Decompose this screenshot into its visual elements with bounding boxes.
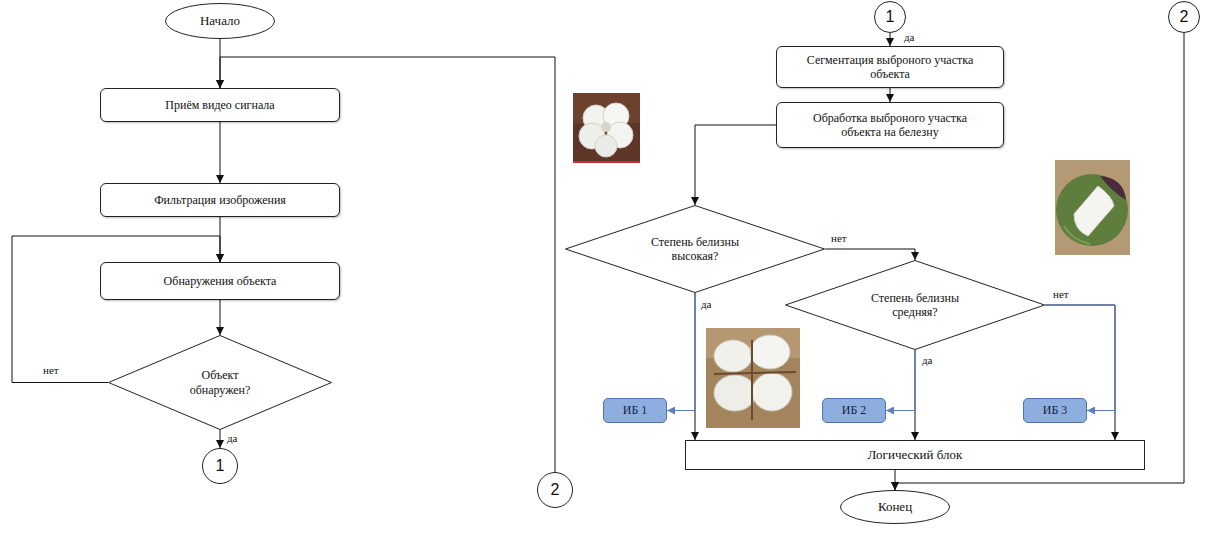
decision-diamond: Степень белизны средняя? xyxy=(785,260,1045,350)
boll-highlight xyxy=(1064,226,1090,244)
text-block: 1 xyxy=(216,456,225,475)
cotton-lock xyxy=(750,335,790,369)
circle-outline xyxy=(1169,2,1200,33)
text-block: Начало xyxy=(200,13,240,29)
process-box: Приём видео сигнала xyxy=(100,88,340,122)
flow-arrow xyxy=(886,350,915,411)
decision-diamond: Степень белизны высокая? xyxy=(565,205,825,293)
cotton-fiber xyxy=(1074,186,1114,236)
diamond-outline xyxy=(109,336,332,430)
connector-circle: 2 xyxy=(1168,1,1200,33)
process-box: Фильтрация изоброжения xyxy=(100,183,340,217)
node-text: 2 xyxy=(1180,7,1189,26)
branch-label: нет xyxy=(1052,288,1070,301)
text-block: 1 xyxy=(886,7,895,26)
text-block: 2 xyxy=(1180,7,1189,26)
cotton-lock xyxy=(595,135,617,157)
process-box: Сегментация выброного участка объекта xyxy=(776,46,1004,88)
text-block: Степень белизны средняя? xyxy=(865,291,965,320)
text-block: ИБ 2 xyxy=(842,403,867,417)
circle-outline xyxy=(875,2,906,33)
bract-line xyxy=(714,340,796,420)
node-text: 1 xyxy=(216,456,225,475)
node-text: Степень белизны средняя? xyxy=(865,291,965,320)
node-text: Степень белизны высокая? xyxy=(645,235,745,264)
flow-arrow xyxy=(667,293,695,411)
text-block: Сегментация выброного участка объекта xyxy=(800,53,980,82)
connector-circle: 1 xyxy=(874,1,906,33)
text-block: ИБ 1 xyxy=(623,403,648,417)
node-text: 1 xyxy=(886,7,895,26)
flow-arrow xyxy=(890,33,891,46)
node-text: ИБ 2 xyxy=(842,403,867,417)
cotton-photo xyxy=(706,328,800,428)
circle-outline xyxy=(203,449,238,484)
node-text: Логический блок xyxy=(868,447,963,463)
indicator-box: ИБ 3 xyxy=(1023,398,1087,423)
cotton-lock xyxy=(752,373,792,411)
node-text: Сегментация выброного участка объекта xyxy=(800,53,980,82)
green-boll xyxy=(1056,174,1128,246)
text-block: Объект обнаружен? xyxy=(175,368,265,397)
node-text: Объект обнаружен? xyxy=(175,368,265,397)
photo-background xyxy=(1055,160,1130,255)
node-text: Фильтрация изоброжения xyxy=(154,193,286,207)
circle-outline xyxy=(538,473,573,508)
text-block: Фильтрация изоброжения xyxy=(154,193,286,207)
process-box: Обнаружения объекта xyxy=(100,262,340,300)
node-text: 2 xyxy=(551,480,560,499)
text-block: Обработка выброного участка объекта на б… xyxy=(800,111,980,140)
node-text: Обнаружения объекта xyxy=(164,274,277,288)
node-text: Приём видео сигнала xyxy=(165,98,274,112)
text-block: Приём видео сигнала xyxy=(165,98,274,112)
ellipse-outline xyxy=(166,4,275,39)
text-block: Логический блок xyxy=(868,447,963,463)
flow-arrow xyxy=(825,249,915,260)
terminator-ellipse: Начало xyxy=(165,3,275,39)
node-text: Начало xyxy=(200,13,240,29)
text-block: Обнаружения объекта xyxy=(164,274,277,288)
photo-background xyxy=(706,328,800,428)
node-text: Обработка выброного участка объекта на б… xyxy=(800,111,980,140)
branch-label: нет xyxy=(830,232,848,245)
connector-circle: 2 xyxy=(537,472,573,508)
connector-circle: 1 xyxy=(202,448,238,484)
text-block: Степень белизны высокая? xyxy=(645,235,745,264)
node-text: Конец xyxy=(878,499,912,515)
decision-diamond: Объект обнаружен? xyxy=(108,335,332,430)
photo-edge xyxy=(573,161,640,163)
flow-arrow xyxy=(220,430,221,448)
cotton-photo xyxy=(573,93,640,163)
diamond-outline xyxy=(786,261,1045,350)
terminator-ellipse: Конец xyxy=(840,490,950,524)
cotton-photo xyxy=(1055,160,1130,255)
text-block: Конец xyxy=(878,499,912,515)
flow-arrow xyxy=(1045,305,1115,411)
text-block: ИБ 3 xyxy=(1043,403,1068,417)
flow-arrow xyxy=(220,122,221,183)
branch-label: да xyxy=(700,298,712,311)
process-box: Обработка выброного участка объекта на б… xyxy=(776,102,1004,148)
flow-arrow xyxy=(890,88,891,102)
cotton-center xyxy=(601,122,611,132)
cotton-lock xyxy=(714,375,756,411)
ellipse-outline xyxy=(841,491,950,524)
indicator-box: ИБ 1 xyxy=(603,398,667,423)
photo-background xyxy=(573,93,640,163)
node-text: ИБ 1 xyxy=(623,403,648,417)
flow-arrow xyxy=(695,125,776,205)
logic-block: Логический блок xyxy=(685,440,1145,470)
branch-label: да xyxy=(226,432,238,445)
indicator-box: ИБ 2 xyxy=(822,398,886,423)
node-text: ИБ 3 xyxy=(1043,403,1068,417)
text-block: 2 xyxy=(551,480,560,499)
diamond-outline xyxy=(566,206,825,293)
cotton-lock xyxy=(714,340,752,372)
branch-label: нет xyxy=(42,364,60,377)
flow-arrow xyxy=(220,300,221,335)
branch-label: да xyxy=(903,31,915,44)
branch-label: да xyxy=(921,354,933,367)
